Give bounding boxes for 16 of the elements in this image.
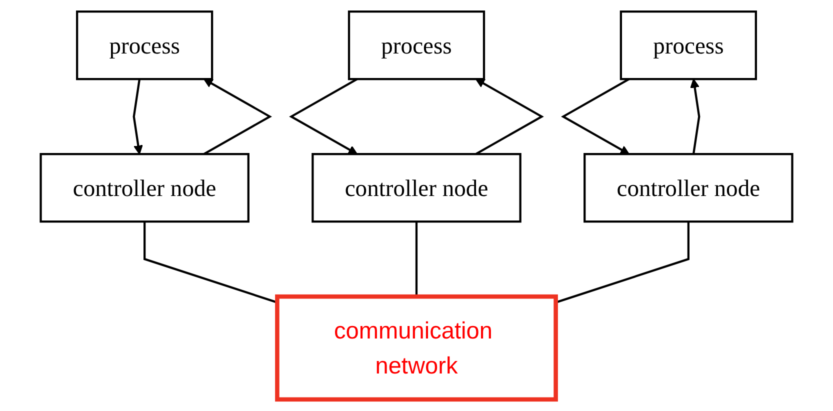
node-box: process bbox=[620, 10, 757, 80]
node-box: process bbox=[348, 10, 486, 80]
connector bbox=[555, 222, 690, 304]
node-box: communication network bbox=[275, 294, 558, 402]
arrow bbox=[203, 78, 272, 155]
connector bbox=[415, 222, 418, 297]
arrow bbox=[289, 78, 358, 154]
node-box: controller node bbox=[40, 153, 250, 223]
arrow bbox=[690, 78, 700, 154]
arrow bbox=[475, 78, 544, 155]
node-box: controller node bbox=[312, 153, 522, 223]
node-box: controller node bbox=[584, 153, 794, 223]
arrow bbox=[132, 78, 143, 154]
connector bbox=[144, 222, 278, 304]
node-box: process bbox=[76, 10, 214, 80]
arrow bbox=[561, 78, 630, 154]
